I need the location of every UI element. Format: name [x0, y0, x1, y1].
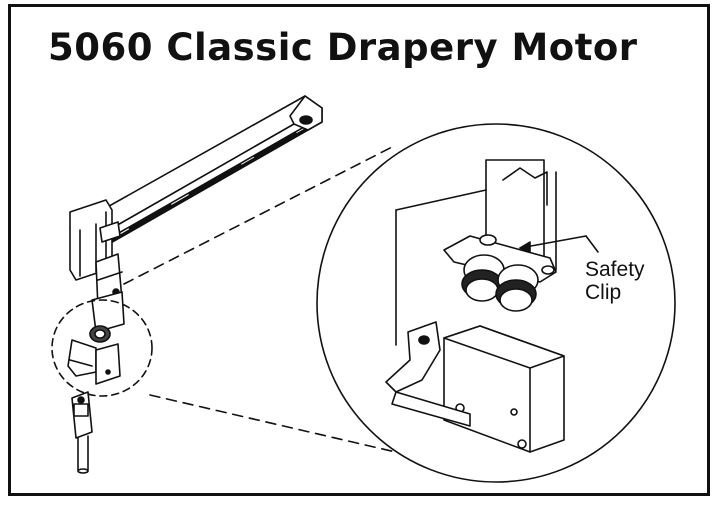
callout-line-1: Safety — [585, 258, 645, 281]
lower-rod — [71, 391, 93, 474]
diagram-title: 5060 Classic Drapery Motor — [48, 26, 638, 69]
magnified-view — [385, 159, 599, 453]
motor-column — [67, 199, 125, 385]
detail-marker-circle — [51, 299, 153, 397]
projection-line-top — [123, 145, 395, 285]
magnified-detail-circle — [316, 123, 676, 483]
safety-clip-callout: Safety Clip — [585, 258, 645, 304]
callout-line-2: Clip — [585, 281, 622, 304]
projection-line-bottom — [149, 394, 431, 461]
